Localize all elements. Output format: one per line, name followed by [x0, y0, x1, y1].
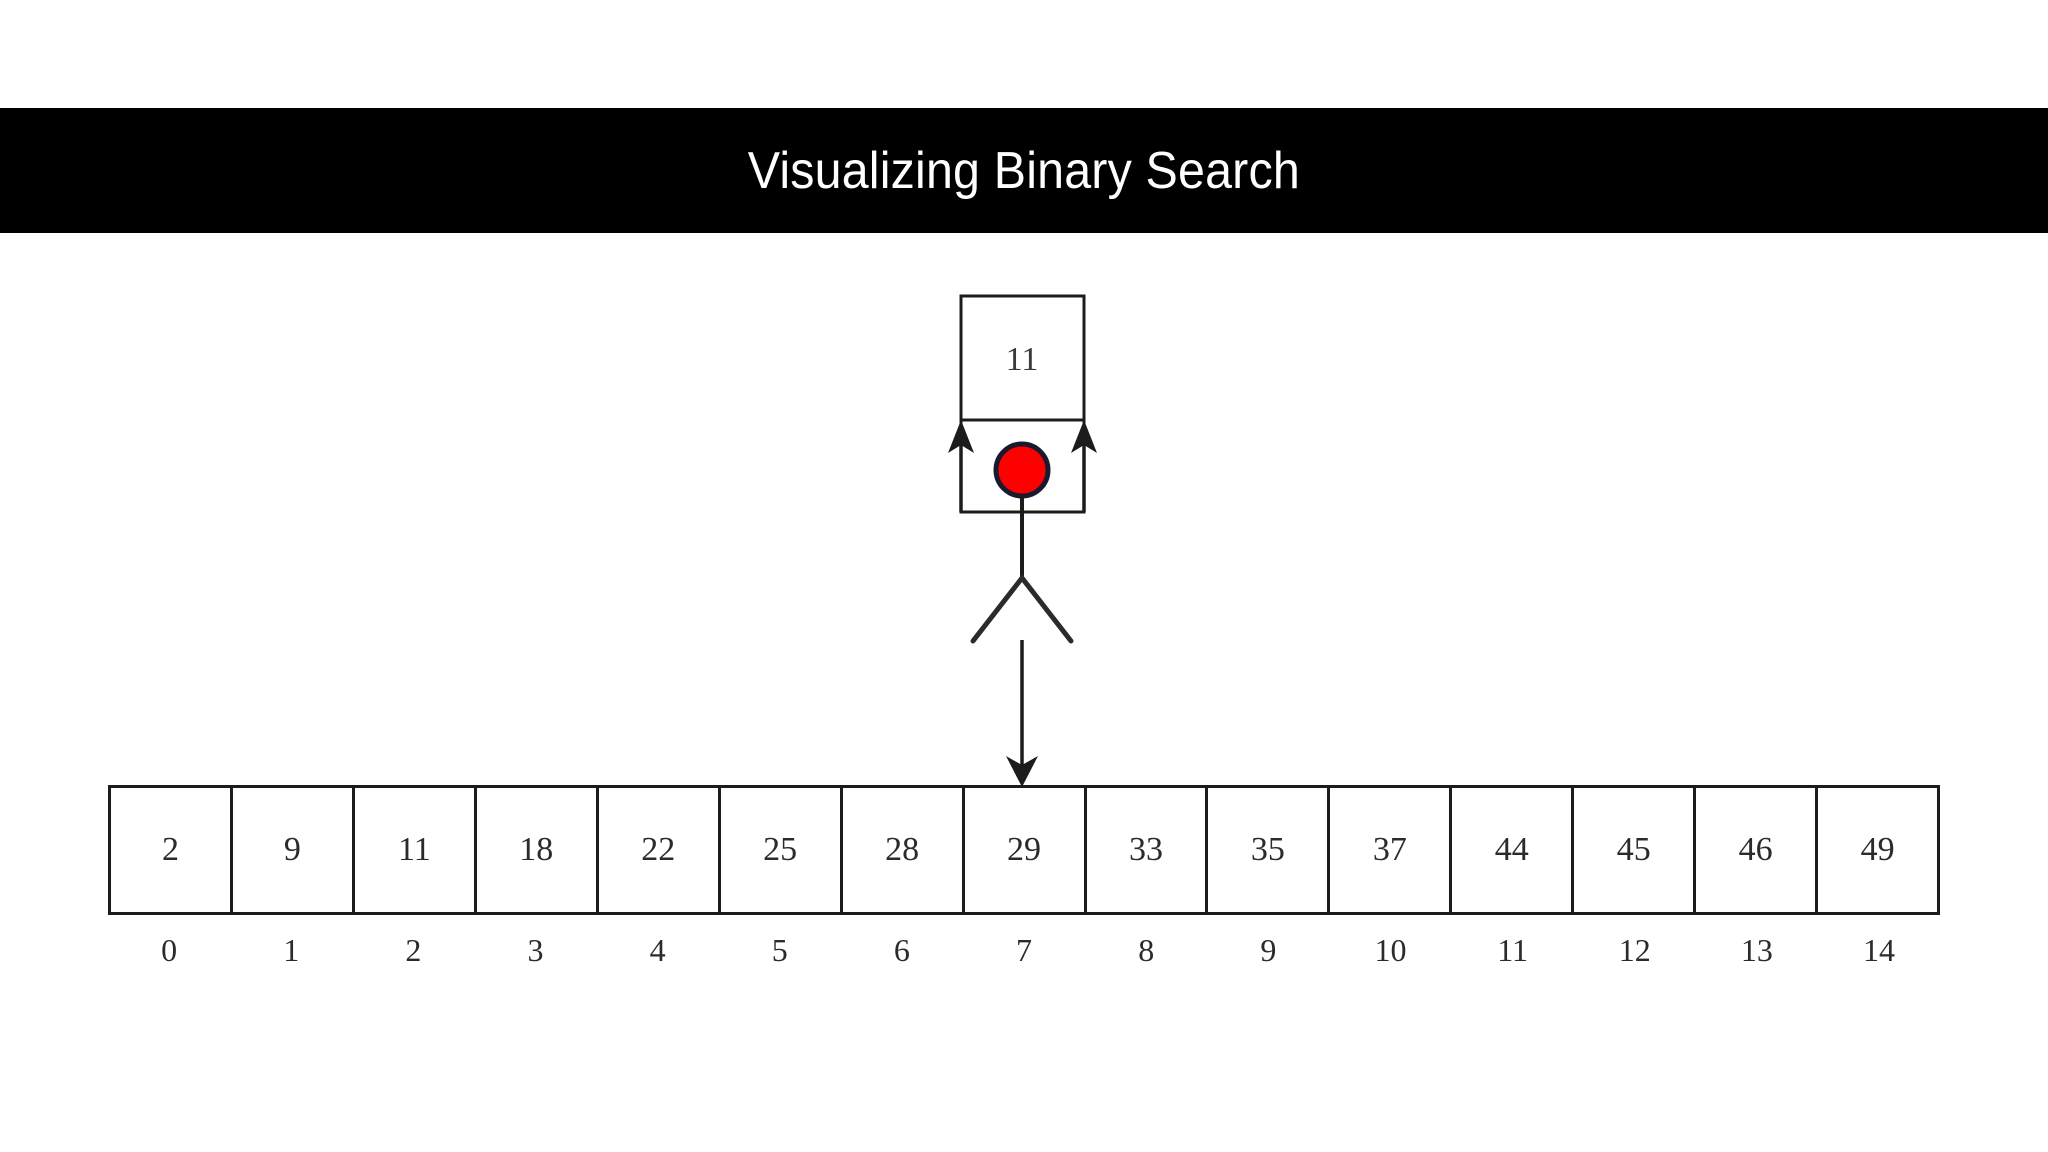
chevron-up-icon	[970, 573, 1074, 644]
array-index-cell: 7	[963, 922, 1085, 978]
array-index-label: 7	[1016, 932, 1033, 968]
array-cell-value: 29	[1007, 831, 1042, 868]
array-cell[interactable]: 49	[1818, 788, 1938, 912]
array-index-cell: 10	[1329, 922, 1451, 978]
array-cell-value: 45	[1616, 831, 1651, 868]
array-cell-value: 25	[763, 831, 798, 868]
left-up-arrow-head-icon	[948, 420, 974, 453]
array-index-cell: 13	[1696, 922, 1818, 978]
array-cell-value: 28	[885, 831, 920, 868]
array-index-cell: 6	[841, 922, 963, 978]
array-index-label: 14	[1863, 932, 1896, 968]
array-cell-value: 11	[397, 831, 431, 868]
array-cell[interactable]: 28	[842, 788, 965, 912]
array-cell[interactable]: 11	[354, 788, 477, 912]
array-index-cell: 11	[1452, 922, 1574, 978]
array-index-cell: 3	[474, 922, 596, 978]
array-index-cell: 5	[719, 922, 841, 978]
array-cell[interactable]: 45	[1574, 788, 1697, 912]
array-index-label: 5	[771, 932, 788, 968]
array-cell-value: 33	[1128, 831, 1163, 868]
array-cell[interactable]: 18	[476, 788, 599, 912]
array-index-cell: 4	[597, 922, 719, 978]
array-index-label: 2	[405, 932, 422, 968]
array-index-label: 10	[1374, 932, 1407, 968]
array-cell[interactable]: 46	[1696, 788, 1819, 912]
array-index-cell: 8	[1085, 922, 1207, 978]
array-cell-value: 46	[1738, 831, 1773, 868]
array-index-cell: 12	[1574, 922, 1696, 978]
array-cell-value: 49	[1860, 831, 1895, 868]
array-cell-value: 18	[519, 831, 554, 868]
array-cell[interactable]: 44	[1452, 788, 1575, 912]
array-index-label: 0	[161, 932, 178, 968]
array-index-cell: 0	[108, 922, 230, 978]
array-cell[interactable]: 37	[1330, 788, 1453, 912]
array-cell-value: 2	[161, 831, 179, 868]
page-title: Visualizing Binary Search	[747, 141, 1301, 200]
value-box	[959, 294, 1086, 422]
pointer-arrow-head-icon	[1006, 756, 1038, 787]
array-index-label: 6	[893, 932, 910, 968]
value-box-label: 11	[1006, 341, 1039, 378]
title-banner: Visualizing Binary Search	[0, 108, 2048, 233]
array-index-label: 1	[283, 932, 300, 968]
array-index-label: 8	[1138, 932, 1155, 968]
array-cell[interactable]: 25	[720, 788, 843, 912]
array-index-cell: 1	[230, 922, 352, 978]
array-cell-value: 37	[1372, 831, 1407, 868]
array-cell-value: 22	[641, 831, 676, 868]
array-cell[interactable]: 33	[1086, 788, 1209, 912]
right-up-arrow-head-icon	[1071, 420, 1097, 453]
array-index-cell: 9	[1207, 922, 1329, 978]
array-index-label: 9	[1260, 932, 1277, 968]
array-cell-value: 9	[283, 831, 301, 868]
array-cell[interactable]: 22	[598, 788, 721, 912]
marker-box	[959, 418, 1086, 514]
array-cell-value: 35	[1250, 831, 1285, 868]
array-cell[interactable]: 35	[1208, 788, 1331, 912]
array-index-label: 3	[527, 932, 544, 968]
array-cell[interactable]: 9	[232, 788, 355, 912]
red-circle-marker-icon	[993, 441, 1051, 499]
array-cell[interactable]: 2	[111, 788, 233, 912]
array-index-label: 13	[1740, 932, 1773, 968]
array-index-cell: 2	[352, 922, 474, 978]
array-index-label: 12	[1618, 932, 1651, 968]
array-index-cell: 14	[1818, 922, 1940, 978]
array-index-label: 4	[649, 932, 666, 968]
array-cell-value: 44	[1494, 831, 1529, 868]
array-cell[interactable]: 29	[964, 788, 1087, 912]
array-index-label: 11	[1497, 932, 1529, 968]
